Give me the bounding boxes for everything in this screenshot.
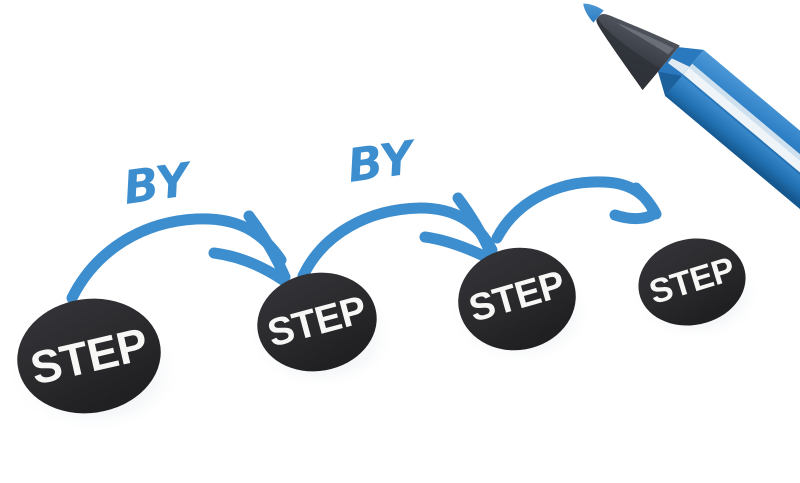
connector-label-by-2: BY (344, 130, 421, 193)
arrow-2 (297, 192, 498, 282)
marker-pen (583, 3, 800, 240)
pen-nib (583, 3, 604, 23)
step-badge-1[interactable]: STEP (10, 290, 168, 423)
step-badge-1-ellipse (17, 298, 161, 414)
step-badge-4-ellipse (638, 238, 746, 326)
step-badge-2[interactable]: STEP (249, 263, 384, 380)
step-badge-4[interactable]: STEP (630, 229, 754, 336)
arrow-1 (66, 210, 291, 304)
arrow-3 (491, 176, 662, 244)
connector-label-by-1: BY (120, 152, 197, 215)
step-badge-3-ellipse (458, 247, 576, 351)
step-badge-3[interactable]: STEP (450, 239, 584, 360)
step-badge-2-ellipse (257, 272, 377, 372)
pen-tip-cone (596, 13, 680, 91)
